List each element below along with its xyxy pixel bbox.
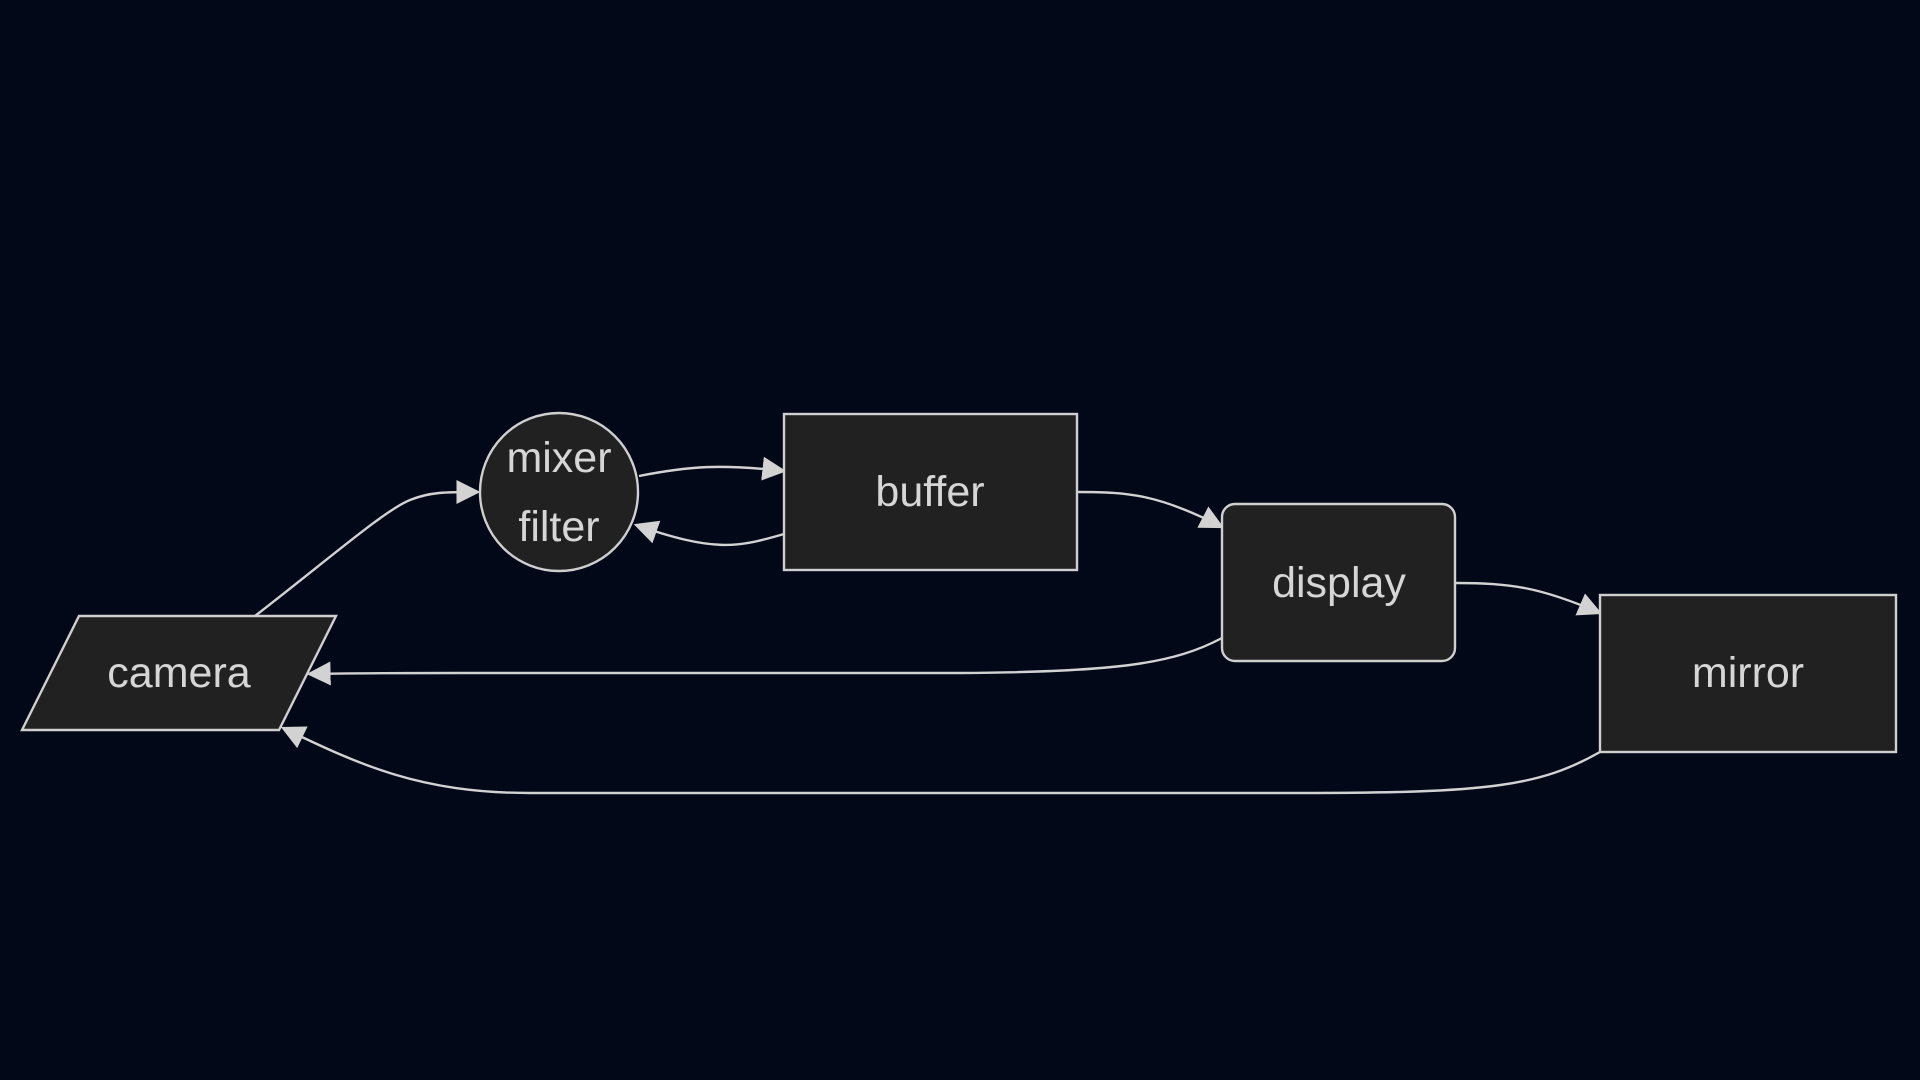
node-camera[interactable]: camera bbox=[20, 614, 338, 732]
mixer-filter-label-line1: mixer bbox=[506, 434, 611, 482]
buffer-shape bbox=[782, 412, 1079, 572]
edge-mixer-filter-to-buffer bbox=[638, 456, 787, 481]
camera-label: camera bbox=[107, 649, 250, 697]
node-mixer-filter[interactable]: mixer filter bbox=[478, 411, 640, 573]
node-mirror[interactable]: mirror bbox=[1598, 593, 1898, 754]
node-display[interactable]: display bbox=[1220, 502, 1457, 663]
mixer-filter-label-line2: filter bbox=[518, 503, 599, 551]
edge-buffer-to-mixer-filter bbox=[633, 520, 785, 547]
edge-buffer-to-display bbox=[1077, 490, 1225, 529]
node-buffer[interactable]: buffer bbox=[782, 412, 1079, 572]
edges bbox=[254, 456, 1603, 795]
edge-display-to-camera bbox=[306, 636, 1223, 686]
buffer-label: buffer bbox=[875, 468, 984, 516]
edge-mirror-to-camera bbox=[280, 726, 1601, 795]
edge-display-to-mirror bbox=[1455, 581, 1603, 616]
mixer-filter-shape bbox=[478, 411, 640, 573]
display-shape bbox=[1220, 502, 1457, 663]
mirror-label: mirror bbox=[1692, 649, 1804, 697]
mirror-shape bbox=[1598, 593, 1898, 754]
camera-shape bbox=[20, 614, 338, 732]
display-label: display bbox=[1272, 559, 1406, 607]
edge-camera-to-mixer-filter bbox=[254, 480, 481, 617]
